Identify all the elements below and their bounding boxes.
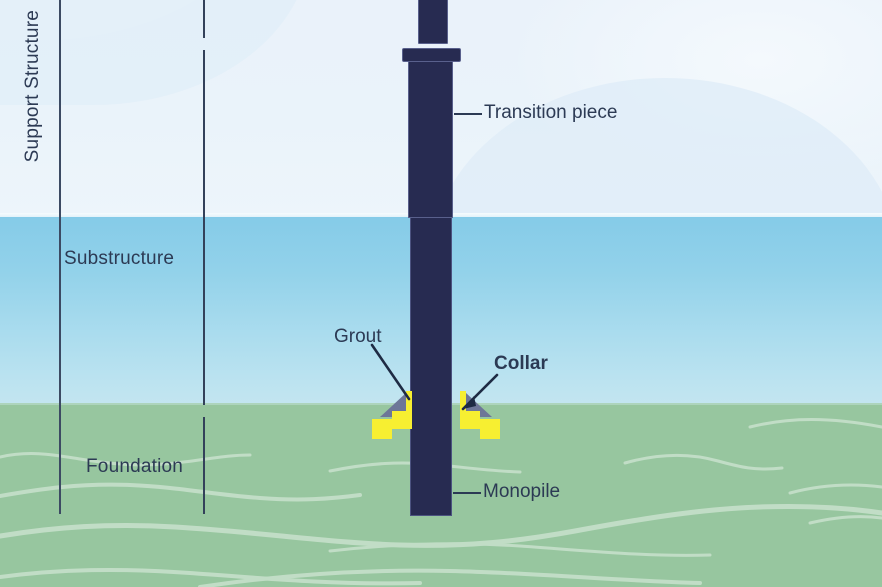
tower-section — [418, 0, 448, 44]
callout-monopile: Monopile — [483, 481, 561, 502]
callout-collar: Collar — [494, 353, 548, 374]
zone-label-foundation: Foundation — [86, 456, 184, 477]
monopile-shaft — [410, 216, 452, 516]
transition-piece-body — [408, 60, 453, 218]
zone-divider-right-bottom — [203, 417, 205, 514]
callout-transition-piece: Transition piece — [484, 102, 618, 123]
seabed-wave-lines — [0, 418, 882, 587]
zone-divider-right-middle — [203, 50, 205, 405]
collar-bracket-left — [372, 391, 412, 439]
transition-piece-flange — [402, 48, 461, 62]
leader-line-transition-piece — [454, 113, 482, 115]
collar-bracket-right — [460, 391, 500, 439]
zone-divider-right-top — [203, 0, 205, 38]
zone-divider-left — [59, 0, 61, 514]
callout-grout: Grout — [334, 326, 382, 347]
zone-label-support-structure: Support Structure — [22, 10, 43, 163]
zone-label-substructure: Substructure — [64, 248, 175, 269]
leader-line-monopile — [453, 492, 481, 494]
